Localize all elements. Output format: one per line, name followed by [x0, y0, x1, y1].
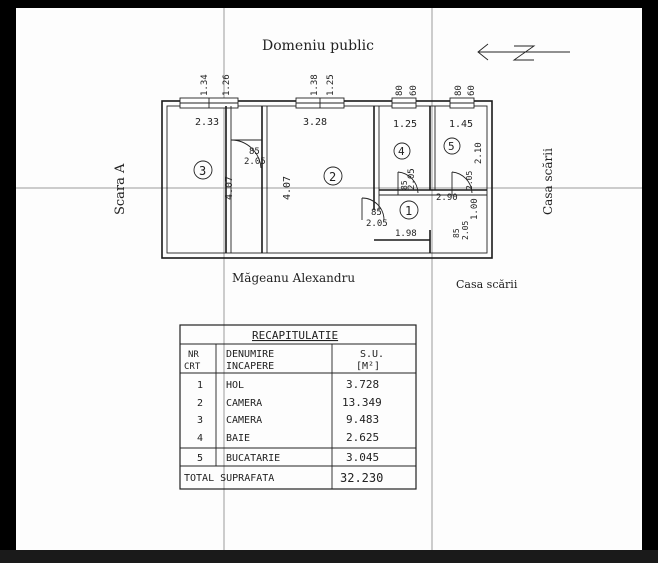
dim-door-d2: 2.05 — [461, 221, 470, 240]
recap-header-su: S.U. — [360, 349, 384, 360]
dim-hall-bottom: 1.98 — [395, 229, 417, 239]
recap-row-4-area: 2.625 — [346, 431, 379, 444]
window-room5 — [449, 97, 475, 109]
dim-room4-height: 2.05 — [407, 168, 417, 190]
room-2-number: 2 — [329, 170, 336, 184]
recap-total-label: TOTAL SUPRAFATA — [184, 473, 274, 484]
recap-header-crt: CRT — [184, 362, 201, 372]
left-side-label: Scara A — [113, 163, 128, 215]
dim-room5-width: 1.45 — [449, 119, 473, 130]
recap-header-nr: NR — [188, 350, 199, 360]
dim-top-r1-a: 80 — [395, 85, 405, 96]
header-title: Domeniu public — [262, 38, 374, 54]
recap-row-1-nr: 1 — [197, 380, 203, 391]
room-4-number: 4 — [398, 145, 405, 158]
dim-room3-height: 4.07 — [224, 176, 235, 200]
dim-door-c: 85 — [371, 208, 382, 218]
dim-door-b: 85 — [400, 180, 409, 190]
dim-room3-width: 2.33 — [195, 117, 219, 128]
dim-door-a: 85 — [249, 147, 260, 157]
recap-total-value: 32.230 — [340, 471, 383, 485]
dim-top-mid-b: 1.25 — [326, 74, 336, 96]
bottom-right-label: Casa scării — [456, 278, 518, 291]
dim-hall-height: 1.00 — [470, 198, 480, 220]
dim-top-left-a: 1.34 — [200, 74, 210, 96]
north-arrow-icon — [477, 43, 570, 61]
door-entry — [361, 197, 385, 221]
recap-table: RECAPITULATIE NR CRT DENUMIRE INCAPERE S… — [179, 324, 417, 490]
room-2-marker: 2 — [323, 166, 343, 186]
room-1-marker: 1 — [399, 200, 419, 220]
window-room4 — [391, 97, 417, 109]
recap-row-3-name: CAMERA — [226, 415, 262, 426]
dim-door-c2: 2.05 — [366, 219, 388, 229]
right-side-label: Casa scării — [541, 148, 555, 215]
recap-header-den1: DENUMIRE — [226, 349, 274, 360]
dim-room2-width: 3.28 — [303, 117, 327, 128]
room-1-number: 1 — [405, 204, 412, 218]
dim-door-b2: 2.05 — [465, 171, 474, 190]
dim-top-r2-a: 80 — [454, 85, 464, 96]
recap-title: RECAPITULATIE — [252, 329, 338, 342]
dim-top-r1-b: 60 — [409, 85, 419, 96]
room-5-marker: 5 — [443, 137, 461, 155]
dim-top-mid-a: 1.38 — [310, 74, 320, 96]
room-5-number: 5 — [448, 140, 455, 153]
recap-row-2-area: 13.349 — [342, 396, 382, 409]
room-3-marker: 3 — [193, 160, 213, 180]
recap-header-den2: INCAPERE — [226, 361, 274, 372]
recap-row-2-name: CAMERA — [226, 398, 262, 409]
recap-row-3-area: 9.483 — [346, 413, 379, 426]
dim-door-a2: 2.05 — [244, 157, 266, 167]
recap-row-1-name: HOL — [226, 380, 244, 391]
bottom-left-label: Măgeanu Alexandru — [232, 271, 355, 285]
bottom-bar — [0, 550, 658, 563]
window-room3 — [179, 97, 239, 109]
recap-row-3-nr: 3 — [197, 415, 203, 426]
dim-room2-height: 4.07 — [282, 176, 293, 200]
door-room5 — [451, 171, 473, 195]
inner-wall-line — [166, 105, 488, 254]
door-room3 — [230, 139, 262, 169]
recap-row-4-name: BAIE — [226, 433, 250, 444]
room-3-number: 3 — [199, 164, 206, 178]
dim-door-d: 85 — [452, 228, 461, 238]
dim-room4-width: 1.25 — [393, 119, 417, 130]
dim-hall-width: 2.90 — [436, 193, 458, 203]
recap-header-unit: [M²] — [356, 361, 380, 372]
recap-row-5-area: 3.045 — [346, 451, 379, 464]
door-room4 — [397, 171, 419, 195]
recap-row-5-nr: 5 — [197, 453, 203, 464]
dim-top-left-b: 1.26 — [222, 74, 232, 96]
dim-top-r2-b: 60 — [467, 85, 477, 96]
recap-row-2-nr: 2 — [197, 398, 203, 409]
recap-row-5-name: BUCATARIE — [226, 453, 280, 464]
recap-row-4-nr: 4 — [197, 433, 203, 444]
recap-row-1-area: 3.728 — [346, 378, 379, 391]
room-4-marker: 4 — [393, 142, 411, 160]
window-room2 — [295, 97, 345, 109]
dim-room5-height: 2.10 — [474, 142, 484, 164]
